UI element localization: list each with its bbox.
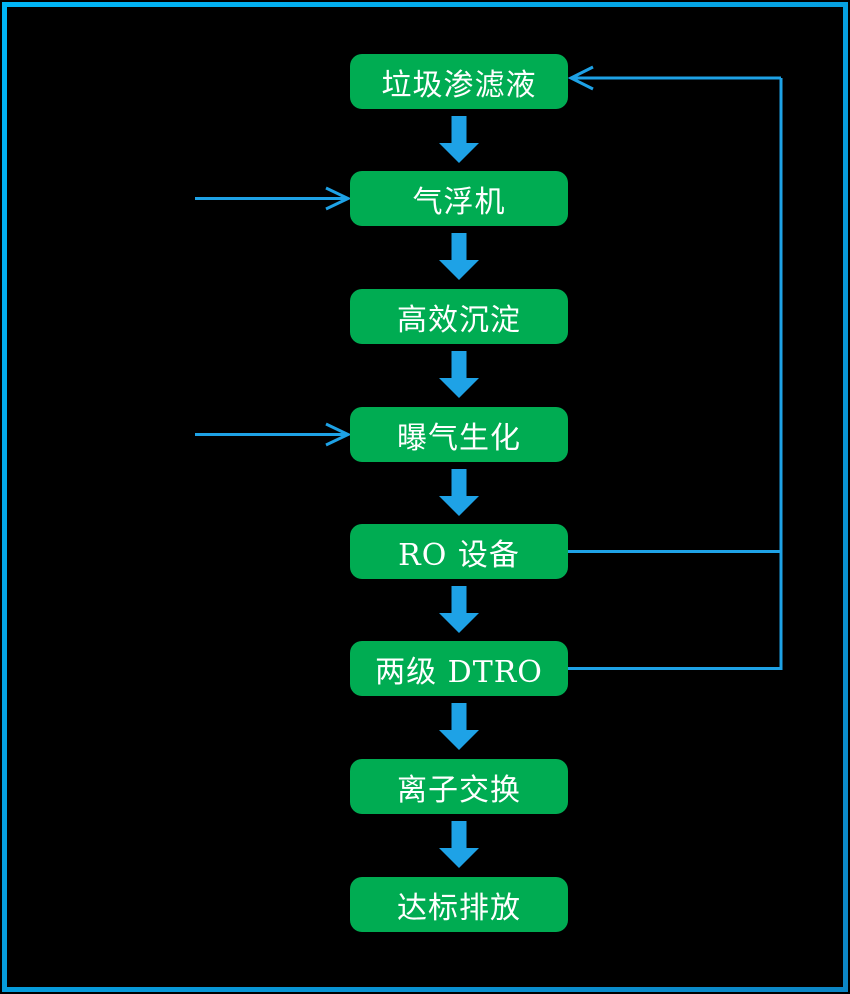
flow-node-label: 离子交换 bbox=[397, 772, 521, 808]
inlet-arrow-air-flotation bbox=[195, 186, 352, 211]
inlet-arrow-aeration bbox=[195, 422, 352, 447]
flow-node-aeration: 曝气生化 bbox=[350, 407, 568, 462]
down-arrow-icon bbox=[439, 233, 479, 280]
down-arrow-icon bbox=[439, 586, 479, 633]
flow-node-label: 垃圾渗滤液 bbox=[381, 67, 537, 103]
flow-node-label: 两级 DTRO bbox=[375, 654, 543, 690]
flow-node-label: 高效沉淀 bbox=[397, 302, 521, 338]
flow-node-leachate: 垃圾渗滤液 bbox=[350, 54, 568, 109]
flow-node-label: 曝气生化 bbox=[397, 420, 521, 456]
return-arrow-into-leachate bbox=[567, 65, 781, 91]
down-arrow-icon bbox=[439, 821, 479, 868]
down-arrow-icon bbox=[439, 116, 479, 163]
flow-node-dtro: 两级 DTRO bbox=[350, 641, 568, 696]
flow-node-sedimentation: 高效沉淀 bbox=[350, 289, 568, 344]
flow-node-label: 气浮机 bbox=[412, 184, 506, 220]
flow-node-ion-exchange: 离子交换 bbox=[350, 759, 568, 814]
flow-node-discharge: 达标排放 bbox=[350, 877, 568, 932]
down-arrow-icon bbox=[439, 351, 479, 398]
flow-node-label: 达标排放 bbox=[397, 890, 521, 926]
down-arrow-icon bbox=[439, 469, 479, 516]
flow-node-label: RO 设备 bbox=[398, 537, 520, 573]
down-arrow-icon bbox=[439, 703, 479, 750]
flow-node-air-flotation: 气浮机 bbox=[350, 171, 568, 226]
flow-node-ro-equipment: RO 设备 bbox=[350, 524, 568, 579]
